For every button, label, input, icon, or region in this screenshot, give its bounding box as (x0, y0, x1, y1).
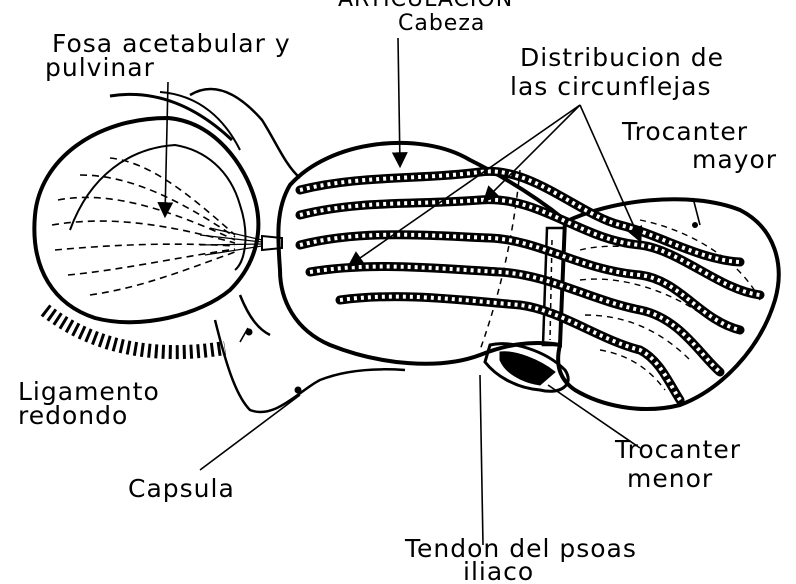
label-ligamento-line2: redondo (18, 401, 128, 430)
label-trocanter-menor-line2: menor (627, 464, 713, 493)
label-trocanter-menor-line1: Trocanter (614, 435, 741, 464)
label-capsula: Capsula (128, 474, 235, 503)
label-distribucion-line1: Distribucion de (520, 43, 724, 72)
label-trocanter-mayor-line1: Trocanter (621, 117, 748, 146)
leader-lines (165, 38, 700, 545)
labels: ARTICULACION Cabeza Fosa acetabular y pu… (18, 0, 777, 584)
label-tendon-line2: iliaco (463, 557, 534, 584)
acetabulum (34, 92, 282, 352)
label-trocanter-mayor-line2: mayor (692, 145, 777, 174)
label-fosa-line2: pulvinar (45, 53, 155, 82)
label-cabeza: Cabeza (398, 11, 485, 36)
label-distribucion-line2: las circunflejas (510, 72, 712, 101)
